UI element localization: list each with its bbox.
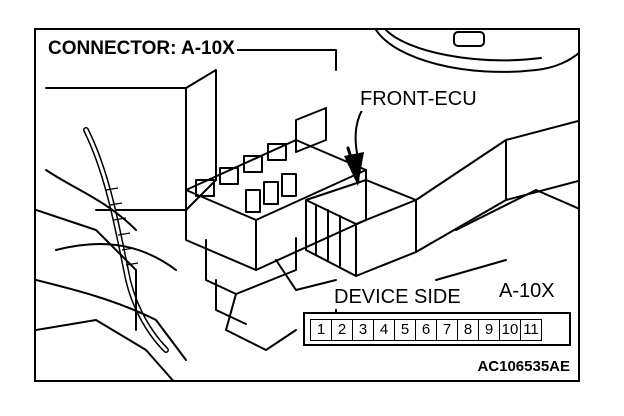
connector-diagram: CONNECTOR: A-10X FRONT-ECU DEVICE SIDE A… [34, 28, 580, 382]
pin-7: 7 [437, 320, 458, 340]
pin-8: 8 [458, 320, 479, 340]
pin-5: 5 [395, 320, 416, 340]
figure-code: AC106535AE [475, 358, 572, 375]
pin-1: 1 [311, 320, 332, 340]
pin-2: 2 [332, 320, 353, 340]
connector-title: CONNECTOR: A-10X [46, 38, 237, 60]
front-ecu-label: FRONT-ECU [358, 88, 479, 111]
pin-9: 9 [479, 320, 500, 340]
engine-bay-illustration [36, 30, 578, 380]
pin-4: 4 [374, 320, 395, 340]
connector-code-label: A-10X [497, 280, 557, 303]
pin-10: 10 [500, 320, 521, 340]
pin-11: 11 [521, 320, 542, 340]
pin-3: 3 [353, 320, 374, 340]
device-side-label: DEVICE SIDE [332, 286, 463, 309]
pin-6: 6 [416, 320, 437, 340]
